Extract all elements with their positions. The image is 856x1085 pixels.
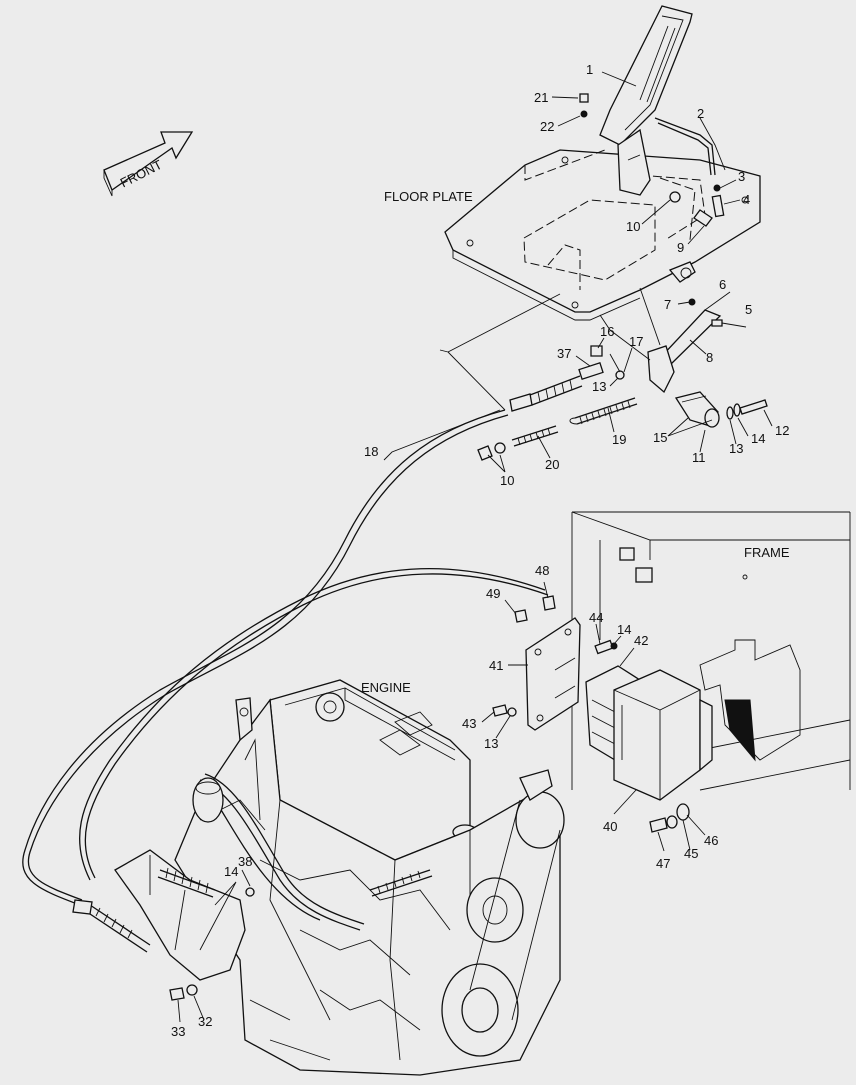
callout-3: 3 bbox=[738, 169, 745, 184]
callout-48: 48 bbox=[535, 563, 549, 578]
callout-13-bracket: 13 bbox=[484, 736, 498, 751]
nut-10 bbox=[669, 191, 681, 203]
callout-49: 49 bbox=[486, 586, 500, 601]
bolt-33 bbox=[169, 987, 185, 1001]
callout-13-mid: 13 bbox=[592, 379, 606, 394]
callout-44: 44 bbox=[589, 610, 603, 625]
callout-10-top: 10 bbox=[626, 219, 640, 234]
callout-19: 19 bbox=[612, 432, 626, 447]
controller-box-40 bbox=[613, 669, 713, 801]
washer-13-mid bbox=[615, 370, 625, 380]
pedal-rod bbox=[654, 117, 716, 176]
washer-45 bbox=[666, 815, 678, 829]
threaded-rod-20 bbox=[511, 425, 559, 447]
callout-38: 38 bbox=[238, 854, 252, 869]
callout-37: 37 bbox=[557, 346, 571, 361]
callout-15: 15 bbox=[653, 430, 667, 445]
callout-47: 47 bbox=[656, 856, 670, 871]
callouts: 1 2 3 4 5 6 7 8 9 10 10 11 12 13 13 13 1… bbox=[171, 62, 789, 1039]
callout-20: 20 bbox=[545, 457, 559, 472]
callout-17: 17 bbox=[629, 334, 643, 349]
callout-14-right: 14 bbox=[751, 431, 765, 446]
return-spring-19 bbox=[569, 397, 638, 425]
nut-10-lower bbox=[477, 445, 493, 461]
callout-14-bracket: 14 bbox=[617, 622, 631, 637]
callout-7: 7 bbox=[664, 297, 671, 312]
washer-14-right bbox=[733, 403, 741, 417]
washer-13-bracket bbox=[507, 707, 517, 717]
callout-46: 46 bbox=[704, 833, 718, 848]
callout-42: 42 bbox=[634, 633, 648, 648]
callout-41: 41 bbox=[489, 658, 503, 673]
callout-5: 5 bbox=[745, 302, 752, 317]
washer-13-right bbox=[726, 406, 734, 420]
callout-18: 18 bbox=[364, 444, 378, 459]
floor-plate-label: FLOOR PLATE bbox=[384, 189, 473, 204]
washer-14-bracket bbox=[610, 642, 618, 650]
callout-45: 45 bbox=[684, 846, 698, 861]
bolt-5 bbox=[711, 319, 723, 327]
washer-32 bbox=[186, 984, 198, 996]
bolt-49 bbox=[514, 609, 528, 623]
cable-ferrule bbox=[509, 393, 533, 412]
bolt-12 bbox=[739, 399, 768, 415]
bolt-21 bbox=[579, 93, 589, 103]
callout-4: 4 bbox=[743, 192, 750, 207]
engine-cable-bracket bbox=[72, 849, 255, 981]
clevis-37 bbox=[578, 362, 604, 380]
front-arrow: FRONT bbox=[103, 131, 194, 197]
bolt-44 bbox=[594, 639, 614, 655]
callout-33: 33 bbox=[171, 1024, 185, 1039]
callout-12: 12 bbox=[775, 423, 789, 438]
cable-boot-spring bbox=[529, 375, 583, 406]
engine: ENGINE bbox=[174, 679, 565, 1076]
washer-46 bbox=[676, 803, 690, 821]
mounting-bracket-41 bbox=[525, 617, 581, 731]
callout-21: 21 bbox=[534, 90, 548, 105]
engine-label: ENGINE bbox=[361, 680, 411, 695]
callout-43: 43 bbox=[462, 716, 476, 731]
clamp-48 bbox=[542, 595, 556, 611]
callout-9: 9 bbox=[677, 240, 684, 255]
callout-10-bottom: 10 bbox=[500, 473, 514, 488]
callout-16: 16 bbox=[600, 324, 614, 339]
floor-plate: FLOOR PLATE bbox=[384, 149, 761, 321]
callout-14-engine: 14 bbox=[224, 864, 238, 879]
callout-40: 40 bbox=[603, 819, 617, 834]
lever-assembly bbox=[647, 309, 722, 428]
pin-16 bbox=[590, 345, 603, 357]
leader-lines bbox=[177, 71, 773, 1023]
bolt-9 bbox=[693, 209, 713, 227]
callout-6: 6 bbox=[719, 277, 726, 292]
washer-22 bbox=[580, 110, 588, 118]
nut-10-lower-b bbox=[494, 442, 506, 454]
nut-3 bbox=[713, 184, 721, 192]
callout-13-right: 13 bbox=[729, 441, 743, 456]
accelerator-pedal bbox=[599, 5, 693, 196]
frame-label: FRAME bbox=[744, 545, 790, 560]
callout-1: 1 bbox=[586, 62, 593, 77]
callout-22: 22 bbox=[540, 119, 554, 134]
callout-11: 11 bbox=[692, 450, 706, 465]
bushing-4 bbox=[711, 194, 725, 218]
callout-2: 2 bbox=[697, 106, 704, 121]
callout-8: 8 bbox=[706, 350, 713, 365]
bolt-47 bbox=[649, 817, 668, 833]
callout-32: 32 bbox=[198, 1014, 212, 1029]
throttle-cable bbox=[22, 409, 506, 906]
bolt-43 bbox=[492, 704, 508, 717]
